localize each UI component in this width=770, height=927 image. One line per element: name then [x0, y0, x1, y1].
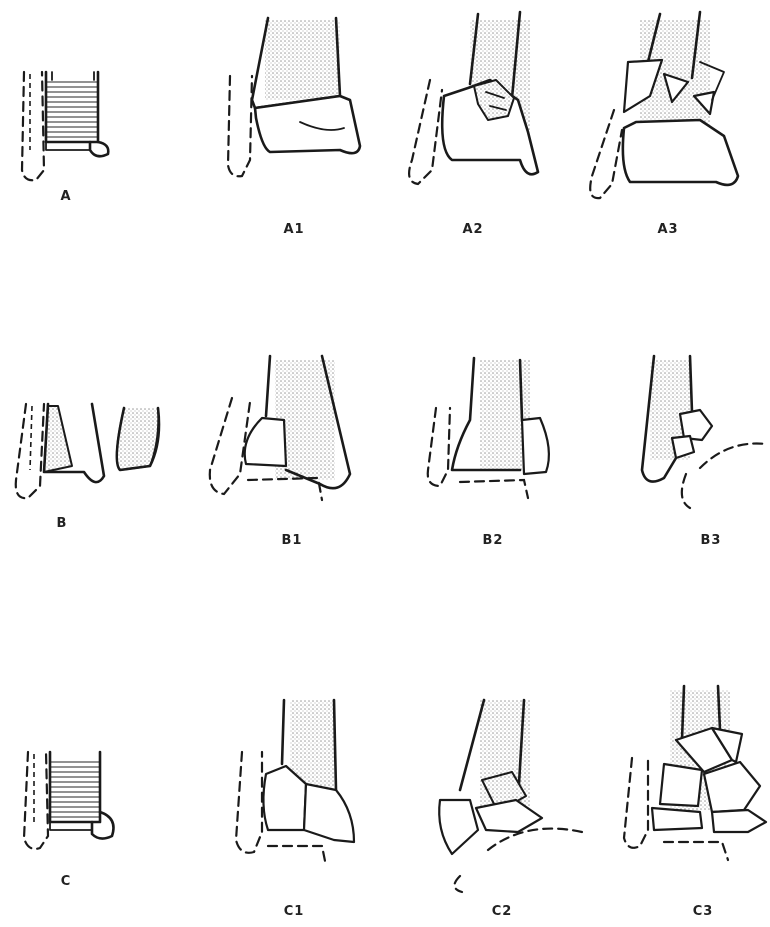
label-b3: B3 — [701, 533, 722, 548]
panel-b1 — [210, 356, 350, 500]
label-a3: A3 — [657, 222, 678, 237]
label-a2: A2 — [462, 222, 483, 237]
label-c: C — [61, 874, 72, 889]
panel-c — [24, 752, 114, 849]
panel-a1 — [228, 18, 360, 176]
panel-c2 — [439, 700, 582, 892]
panel-b — [16, 404, 159, 498]
panel-a3 — [590, 12, 738, 198]
label-b1: B1 — [282, 533, 303, 548]
panel-a2 — [409, 12, 538, 184]
label-b: B — [57, 516, 68, 531]
panel-c3 — [624, 686, 766, 860]
panel-b2 — [428, 358, 549, 498]
panel-a — [22, 72, 108, 180]
panel-c1 — [236, 700, 354, 866]
label-c2: C2 — [492, 904, 513, 919]
label-c3: C3 — [693, 904, 714, 919]
label-a1: A1 — [283, 222, 304, 237]
label-b2: B2 — [483, 533, 504, 548]
label-a: A — [60, 189, 71, 204]
label-c1: C1 — [284, 904, 305, 919]
panel-b3 — [642, 356, 766, 508]
